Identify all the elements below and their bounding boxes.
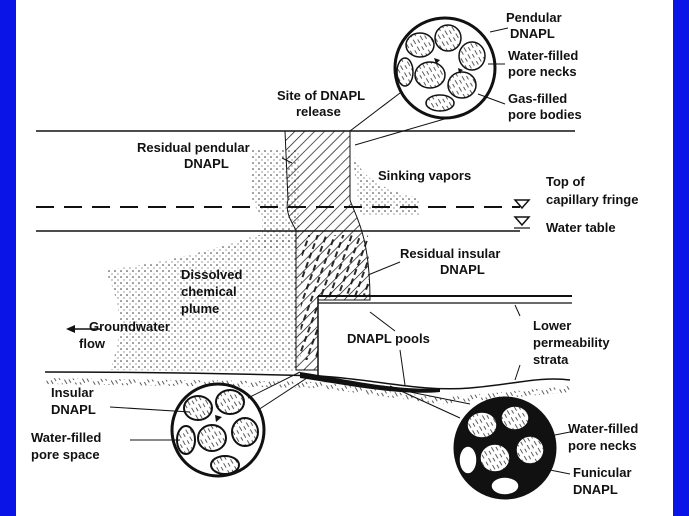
leader-lower-perm [515, 305, 520, 316]
insular-dnapl-inset [172, 384, 264, 476]
label-dnapl-pools: DNAPL pools [347, 331, 430, 346]
funicular-dnapl-inset [455, 398, 555, 498]
leader-residual-insular [368, 262, 400, 275]
inset-top-link-right [355, 111, 472, 145]
inset-bl-link-2 [258, 376, 310, 410]
groundwater-flow-arrowhead [66, 325, 75, 333]
label-sinking-vapors: Sinking vapors [378, 168, 471, 183]
label-water-table: Water table [546, 220, 616, 235]
leader-pools-2 [400, 350, 405, 385]
leader-lower-perm-2 [515, 365, 520, 380]
leader-pendular [490, 28, 508, 32]
leader-pools [370, 312, 395, 331]
water-table-marker [515, 217, 529, 225]
pendular-dnapl-inset [395, 18, 495, 118]
